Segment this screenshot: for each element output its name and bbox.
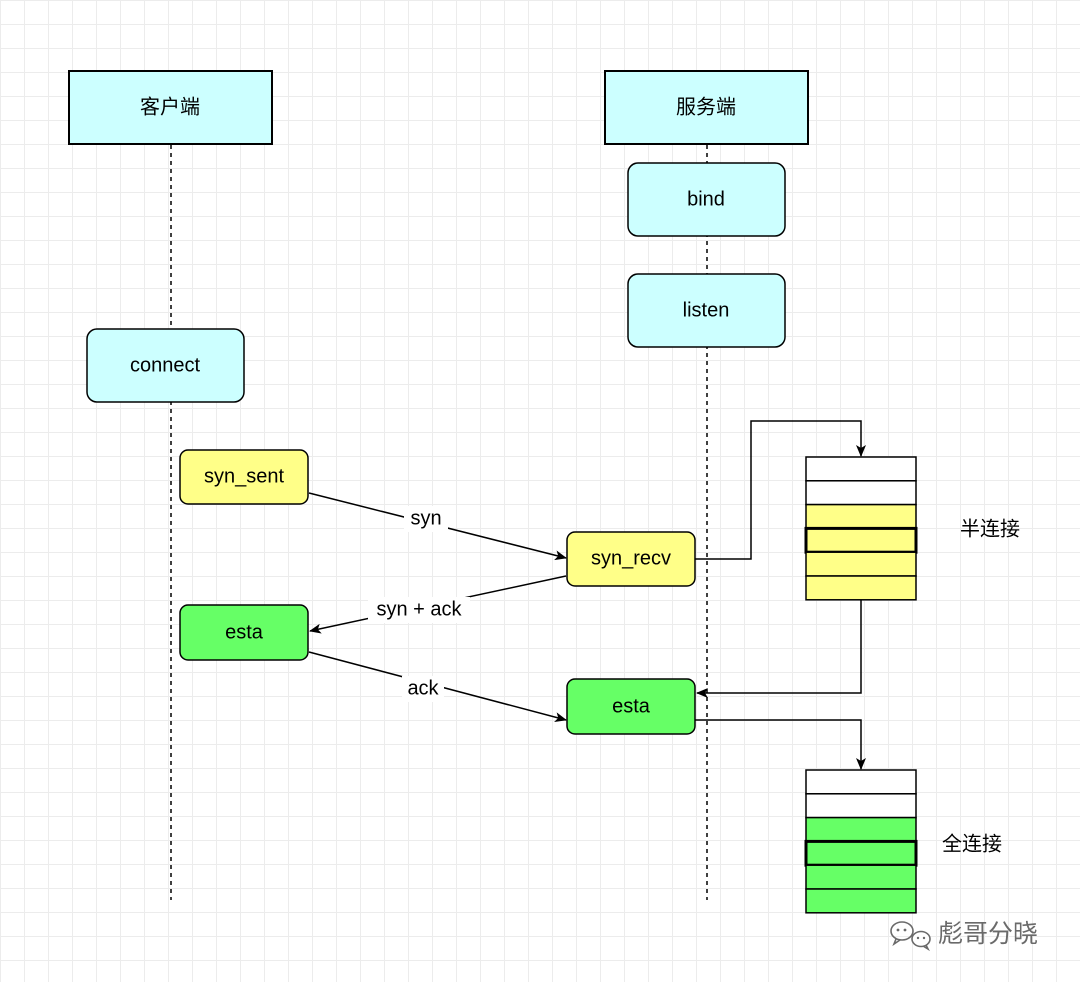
watermark-text: 彪哥分晓 [938,919,1038,948]
full-queue-slot-3 [805,816,917,843]
bind-label: bind [687,188,725,210]
connect-label: connect [130,354,200,376]
syn-recv-to-half-queue [695,420,866,560]
half-queue-slot-3 [805,503,917,530]
client-header: 客户端 [68,70,273,145]
connect-step: connect [86,328,245,403]
syn-sent-label: syn_sent [204,465,284,487]
client-esta-label: esta [225,621,264,643]
full-connection-queue [804,769,918,914]
half-queue-label: 半连接 [960,517,1020,541]
syn-label: syn [410,507,441,529]
syn-recv-label: syn_recv [591,547,671,569]
half-queue-to-esta [696,600,862,698]
server-esta-state: esta [566,678,696,735]
half-queue-slot-5 [805,551,917,577]
syn-ack-label: syn + ack [376,598,462,620]
client-header-label: 客户端 [140,95,200,119]
server-header: 服务端 [604,70,809,145]
client-syn-sent-state: syn_sent [179,449,309,505]
bind-step: bind [627,162,786,237]
full-queue-slot-5 [805,864,917,890]
full-queue-slot-1 [805,769,917,795]
server-syn-recv-state: syn_recv [566,531,696,587]
client-esta-state: esta [179,604,309,661]
ack-label: ack [407,677,439,699]
server-esta-label: esta [612,695,651,717]
esta-to-full-queue [695,719,866,770]
wechat-icon [890,921,931,952]
half-connection-queue [804,456,918,601]
server-header-label: 服务端 [676,95,736,119]
half-queue-slot-4 [804,526,918,554]
full-queue-slot-2 [805,793,917,819]
half-queue-slot-2 [805,480,917,506]
full-queue-label: 全连接 [942,832,1002,856]
full-queue-slot-4 [804,839,918,867]
listen-step: listen [627,273,786,348]
half-queue-slot-6 [805,575,917,601]
listen-label: listen [683,299,730,321]
full-queue-slot-6 [805,888,917,914]
half-queue-slot-1 [805,456,917,482]
